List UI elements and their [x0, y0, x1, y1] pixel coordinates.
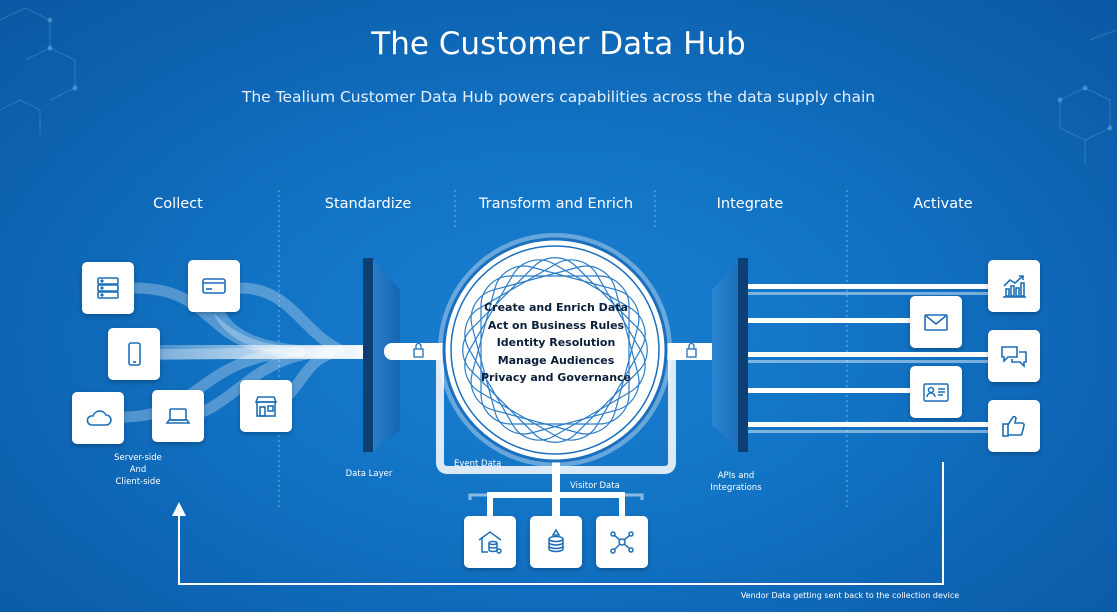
data-layer-label: Data Layer [345, 469, 393, 479]
cloud-icon [86, 410, 112, 426]
page-title: The Customer Data Hub [371, 26, 746, 62]
hexagon-decoration [0, 7, 1117, 165]
integrate-panel-edge [738, 258, 748, 452]
vendor-feedback-label: Vendor Data getting sent back to the col… [740, 591, 960, 600]
capability-identity-resolution: Identity Resolution [496, 336, 616, 349]
cloud-tile [72, 392, 124, 444]
bar-chart-icon [1003, 275, 1026, 298]
stage-standardize: Standardize [324, 196, 412, 212]
analytics-tile [988, 260, 1040, 312]
hub-circle [442, 237, 668, 463]
chat-bubbles-icon [1001, 346, 1027, 368]
hub-pattern-square [462, 257, 648, 443]
hub-pattern-square [470, 265, 640, 435]
stage-collect: Collect [153, 196, 203, 212]
lock-icon [413, 342, 424, 358]
capability-create-enrich: Create and Enrich Data [484, 301, 628, 314]
network-tile [596, 516, 648, 568]
id-card-icon [923, 383, 949, 402]
data-warehouse-tile [464, 516, 516, 568]
standardize-panel-edge [363, 258, 373, 452]
collect-pipe [134, 345, 364, 359]
laptop-icon [165, 408, 191, 424]
event-data-label: Event Data [454, 459, 502, 469]
chat-tile [988, 330, 1040, 382]
email-tile [910, 296, 962, 348]
stage-activate: Activate [913, 196, 973, 212]
stage-transform-enrich: Transform and Enrich [478, 196, 634, 212]
vendor-feedback-arrow [178, 462, 944, 585]
mobile-tile [108, 328, 160, 380]
stage-integrate: Integrate [716, 196, 784, 212]
data-warehouse-icon [478, 531, 502, 554]
capability-privacy-governance: Privacy and Governance [480, 371, 632, 384]
apis-integrations-label: APIs and Integrations [710, 471, 762, 493]
thumbs-up-tile [988, 400, 1040, 452]
activate-flows [748, 284, 988, 427]
capability-manage-audiences: Manage Audiences [497, 353, 615, 367]
hub-pattern-square [464, 259, 646, 441]
credit-card-tile [188, 260, 240, 312]
server-tile [82, 262, 134, 314]
credit-card-icon [202, 278, 226, 294]
database-tile [530, 516, 582, 568]
mobile-phone-icon [128, 342, 141, 366]
arrow-head [172, 502, 186, 516]
database-icon [548, 528, 564, 553]
lock-icon [686, 342, 697, 358]
hub-pattern-square [464, 259, 646, 441]
collect-caption: Server-side And Client-side [114, 453, 162, 487]
hub-pattern-square [480, 275, 630, 425]
storefront-tile [240, 380, 292, 432]
thumbs-up-icon [1002, 415, 1025, 437]
visitor-data-label: Visitor Data [570, 481, 620, 491]
hub-pattern-square [470, 265, 640, 435]
storefront-icon [254, 396, 278, 417]
id-card-tile [910, 366, 962, 418]
page-subtitle: The Tealium Customer Data Hub powers cap… [241, 88, 876, 106]
server-icon [97, 277, 119, 299]
visitor-data-stem [552, 455, 560, 495]
capability-business-rules: Act on Business Rules [487, 318, 625, 332]
hub-capabilities: Create and Enrich Data Act on Business R… [456, 299, 656, 387]
network-nodes-icon [610, 531, 634, 554]
hub-pattern [462, 257, 648, 443]
laptop-tile [152, 390, 204, 442]
email-icon [924, 314, 948, 331]
